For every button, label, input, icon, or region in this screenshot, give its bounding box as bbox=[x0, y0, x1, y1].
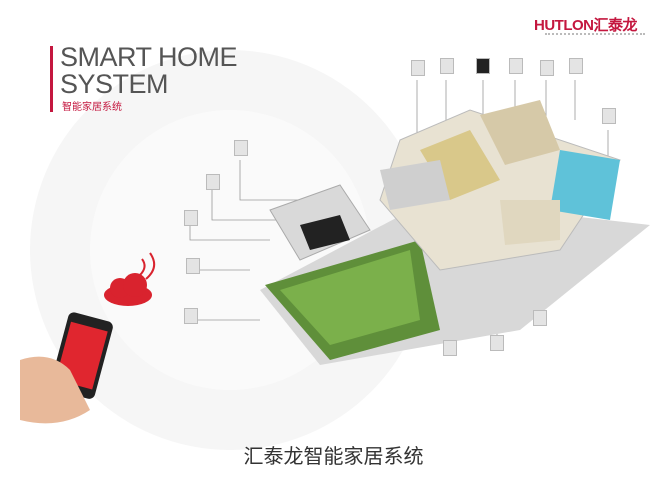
device-icon bbox=[476, 58, 490, 74]
hutlon-logo: HUTLON汇泰龙 bbox=[534, 17, 638, 34]
device-icon bbox=[440, 58, 454, 74]
device-icon bbox=[490, 335, 504, 351]
device-icon bbox=[411, 60, 425, 76]
device-icon bbox=[569, 58, 583, 74]
logo-tagline bbox=[545, 33, 645, 38]
page-title: SMART HOME SYSTEM bbox=[60, 42, 238, 99]
title-line-1: SMART HOME bbox=[60, 42, 238, 72]
title-line-2: SYSTEM bbox=[60, 69, 169, 99]
device-icon bbox=[533, 310, 547, 326]
caption: 汇泰龙智能家居系统 bbox=[243, 446, 424, 468]
cloud-icon bbox=[104, 273, 152, 306]
device-icon bbox=[184, 210, 198, 226]
title-accent-bar bbox=[50, 46, 53, 112]
device-icon bbox=[443, 340, 457, 356]
device-icon bbox=[540, 60, 554, 76]
wifi-signal-icon bbox=[139, 252, 156, 280]
device-icon bbox=[184, 308, 198, 324]
page-subtitle: 智能家居系统 bbox=[62, 102, 122, 113]
device-icon bbox=[234, 140, 248, 156]
hand-illustration bbox=[20, 356, 90, 424]
device-icon bbox=[206, 174, 220, 190]
device-icon bbox=[186, 258, 200, 274]
device-icon bbox=[602, 108, 616, 124]
device-icon bbox=[509, 58, 523, 74]
